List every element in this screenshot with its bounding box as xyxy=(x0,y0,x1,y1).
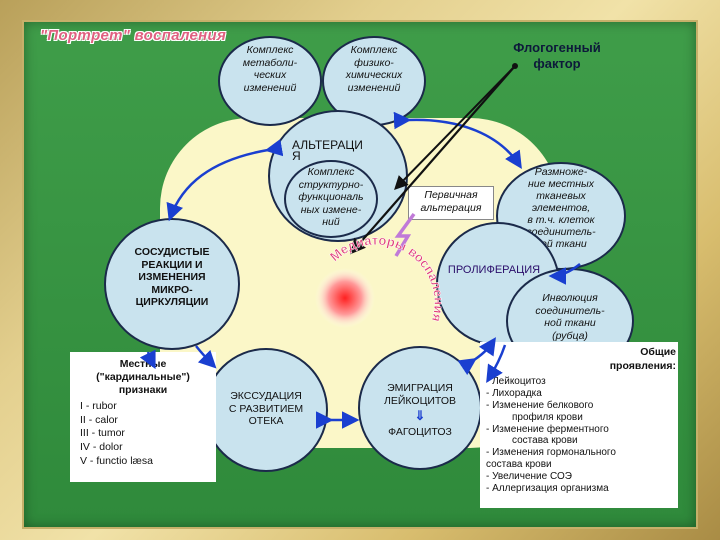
arrow-alteration-to-vascular xyxy=(166,138,284,222)
down-arrow-icon: ⇓ xyxy=(414,408,426,423)
list-item: - Лихорадка xyxy=(486,387,542,399)
phagocytosis-label: ФАГОЦИТОЗ xyxy=(388,426,452,438)
arrow-proliferation-to-general xyxy=(486,344,507,383)
local-signs-box xyxy=(70,352,216,482)
list-item: - Лейкоцитоз xyxy=(486,376,546,387)
proliferation-label: ПРОЛИФЕРАЦИЯ xyxy=(447,264,541,276)
metabolic-complex-circle xyxy=(218,36,322,126)
black-arrow-short xyxy=(394,65,516,191)
list-item: состава крови xyxy=(486,459,552,471)
list-item: IV - dolor xyxy=(80,440,123,453)
lightning-bolt-icon xyxy=(394,212,416,257)
black-arrow-long xyxy=(349,65,516,255)
list-item: профиля крови xyxy=(512,411,583,423)
primary-alteration-box xyxy=(408,186,494,220)
list-item: - Изменение белкового xyxy=(486,399,594,411)
arrow-emigration-to-proliferation xyxy=(457,337,496,376)
list-item: - Аллергизация организма xyxy=(486,483,609,495)
slide-title: "Портрет" воспаления xyxy=(40,27,227,44)
arrow-vascular-to-local xyxy=(139,349,156,370)
list-item: II - calor xyxy=(80,413,118,426)
arrow-alteration-to-reproduction xyxy=(393,111,522,169)
list-item: состава крови xyxy=(512,435,578,447)
local-signs-list: I - rubor II - calor III - tumor IV - do… xyxy=(80,400,210,468)
general-box xyxy=(480,342,678,508)
list-item: V - functio læsa xyxy=(80,454,153,467)
list-item: III - tumor xyxy=(80,427,125,440)
list-item: - Увеличение СОЭ xyxy=(486,471,572,483)
list-item: I - rubor xyxy=(80,400,117,412)
arrow-vascular-to-exudation xyxy=(195,345,217,369)
list-item: - Изменения гормонального xyxy=(486,447,616,459)
structural-complex-circle xyxy=(284,160,378,238)
general-list: - Лейкоцитоз - Лихорадка - Изменение бел… xyxy=(486,376,676,495)
arrow-reproduction-to-proliferation xyxy=(548,263,581,285)
center-glow xyxy=(315,268,375,328)
list-item: - Изменение ферментного xyxy=(486,423,609,435)
